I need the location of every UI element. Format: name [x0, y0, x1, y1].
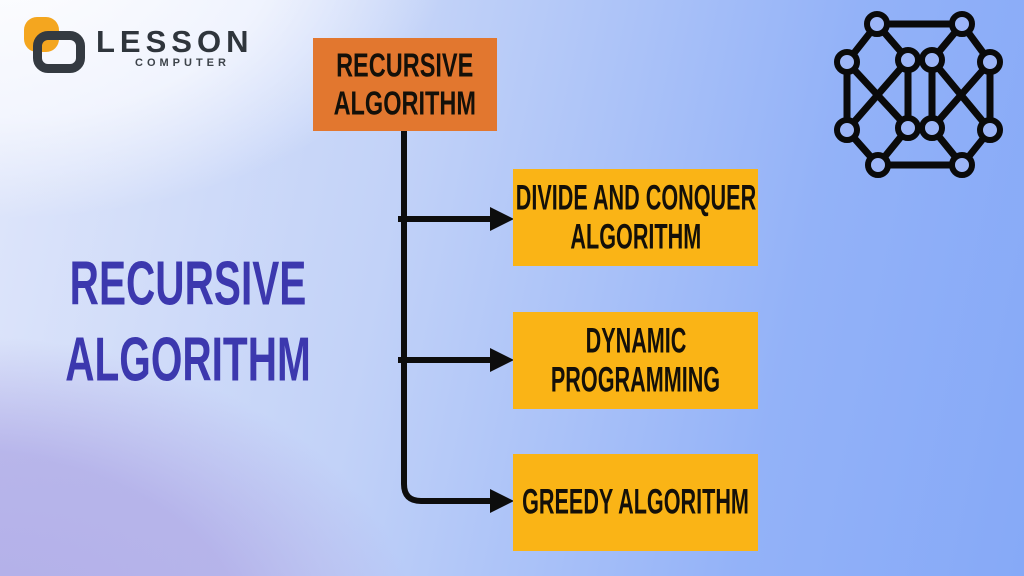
- page-title: RECURSIVE ALGORITHM: [28, 246, 348, 398]
- logo-mark-icon: [0, 0, 120, 90]
- page-title-line-1: RECURSIVE: [69, 249, 307, 319]
- node-label-line: RECURSIVE: [336, 46, 474, 84]
- node-label-line: ALGORITHM: [333, 84, 477, 122]
- flowchart-node-recursive-algorithm: RECURSIVE ALGORITHM: [313, 38, 497, 131]
- node-label-line: DYNAMIC: [585, 321, 686, 361]
- trunk-line: [401, 131, 491, 504]
- logo-name: LESSON: [96, 24, 254, 59]
- logo-dark-ring-icon: [33, 31, 85, 73]
- flowchart-node-greedy-algorithm: GREEDY ALGORITHM: [513, 454, 758, 551]
- node-label-line: ALGORITHM: [570, 217, 701, 257]
- arrowhead-1: [490, 207, 514, 231]
- logo-subtitle: COMPUTER: [135, 57, 230, 69]
- flowchart-node-dynamic-programming: DYNAMIC PROGRAMMING: [513, 312, 758, 409]
- node-label-line: PROGRAMMING: [550, 360, 721, 400]
- page-title-line-2: ALGORITHM: [65, 325, 311, 395]
- lesson-computer-logo: LESSON COMPUTER: [0, 0, 280, 90]
- node-label-line: DIVIDE AND CONQUER: [515, 178, 756, 218]
- arrowhead-2: [490, 348, 514, 372]
- flowchart-node-divide-and-conquer: DIVIDE AND CONQUER ALGORITHM: [513, 169, 758, 266]
- arrowhead-3: [490, 489, 514, 513]
- node-label-line: GREEDY ALGORITHM: [522, 483, 749, 522]
- network-graph-icon: [834, 11, 1003, 178]
